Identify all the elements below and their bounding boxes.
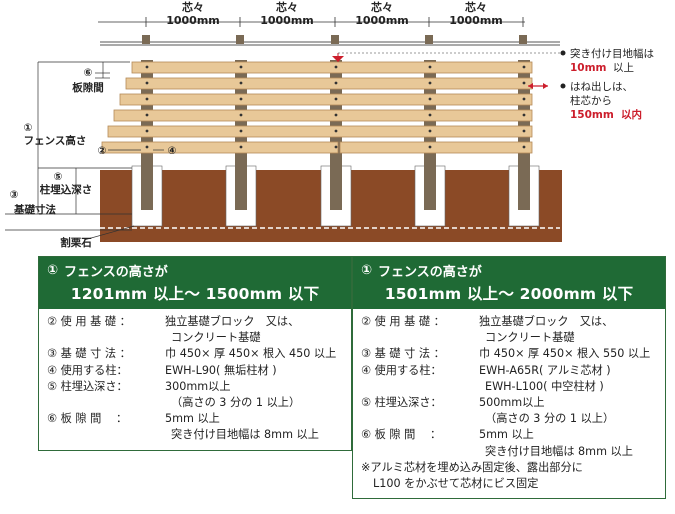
top-view <box>98 17 560 46</box>
panel-title: フェンスの高さが <box>378 265 482 280</box>
callout-board-gap-text: 板隙間 <box>72 81 104 94</box>
spacing-top-1: 芯々 <box>182 0 204 14</box>
spec-row-foundation-size: ③ 基 礎 寸 法 ： 巾 450× 厚 450× 根入 450 以上 <box>47 346 343 362</box>
right-note2-suffix: 以内 <box>621 108 642 121</box>
row-label: 使用する柱： <box>374 363 442 377</box>
gravel-label: 割栗石 <box>60 236 92 249</box>
row-num: ⑤ <box>361 396 372 410</box>
callout-burial-text: 柱埋込深さ <box>40 183 93 196</box>
panel-height-range: 1201mm 以上～ 1500mm 以下 <box>70 285 320 303</box>
fence-boards <box>101 61 533 154</box>
fence-diagram: 芯々 1000mm 芯々 1000mm 芯々 1000mm 芯々 1000mm <box>5 0 654 249</box>
row-sub: （高さの 3 分の 1 以上） <box>171 396 301 410</box>
row-label: 基 礎 寸 法 ： <box>60 347 131 361</box>
spec-row-board-gap: ⑥ 板 隙 間 ： 5mm 以上 <box>47 411 343 427</box>
spec-row-foundation-size: ③ 基 礎 寸 法 ： 巾 450× 厚 450× 根入 550 以上 <box>361 346 657 362</box>
spacing-bottom-1: 1000mm <box>166 14 220 27</box>
right-note1-suffix: 以上 <box>613 62 634 74</box>
row-num: ② <box>361 315 372 328</box>
panel-title-num: ① <box>47 263 59 278</box>
row-num: ⑥ <box>361 428 372 442</box>
spec-row-burial-depth: ⑤ 柱埋込深さ： 500mm以上 <box>361 395 657 411</box>
row-value: 独立基礎ブロック 又は、 <box>479 315 614 328</box>
row-sub: EWH-L100( 中空柱材 ) <box>485 379 604 393</box>
row-label: 使 用 基 礎 ： <box>374 315 445 328</box>
spec-row-foundation: ② 使 用 基 礎 ： 独立基礎ブロック 又は、 <box>361 314 657 330</box>
row-label: 柱埋込深さ： <box>60 379 128 393</box>
right-notes <box>332 50 566 89</box>
panel-title: フェンスの高さが <box>64 265 168 280</box>
spec-panel-2000: ① フェンスの高さが 1501mm 以上～ 2000mm 以下 ② 使 用 基 … <box>352 256 666 500</box>
row-value: 巾 450× 厚 450× 根入 550 以上 <box>479 347 651 361</box>
row-sub: コンクリート基礎 <box>171 331 261 345</box>
row-value: EWH-A65R( アルミ芯材 ) <box>479 363 611 377</box>
spec-panel-header: ① フェンスの高さが 1501mm 以上～ 2000mm 以下 <box>353 257 665 309</box>
row-num: ⑤ <box>47 379 58 393</box>
spec-row-post: ④ 使用する柱： EWH-A65R( アルミ芯材 ) <box>361 363 657 379</box>
right-note1-line1: 突き付け目地幅は <box>570 47 654 60</box>
row-value: 300mm以上 <box>165 379 231 393</box>
spec-panel-body: ② 使 用 基 礎 ： 独立基礎ブロック 又は、 コンクリート基礎 ③ 基 礎 … <box>39 309 351 450</box>
row-sub: コンクリート基礎 <box>485 331 575 345</box>
spacing-top-3: 芯々 <box>371 0 393 14</box>
spacing-top-4: 芯々 <box>465 0 487 14</box>
row-num: ⑥ <box>47 412 58 426</box>
panel-height-range: 1501mm 以上～ 2000mm 以下 <box>384 285 634 303</box>
panel-title-num: ① <box>361 263 373 278</box>
row-num: ② <box>47 315 58 328</box>
spec-row-burial-depth: ⑤ 柱埋込深さ： 300mm以上 <box>47 379 343 395</box>
panel-note-line: L100 をかぶせて芯材にビス固定 <box>373 477 539 491</box>
row-label: 板 隙 間 ： <box>60 412 128 426</box>
right-note2-line1: はね出しは、 <box>570 80 633 93</box>
spec-row-post: ④ 使用する柱： EWH-L90( 無垢柱材 ) <box>47 363 343 379</box>
callout-board-gap-num: ⑥ <box>84 67 93 79</box>
top-view-posts <box>142 35 527 44</box>
row-num: ④ <box>361 363 372 377</box>
screws <box>145 65 526 149</box>
row-num: ③ <box>47 347 58 361</box>
row-label: 使 用 基 礎 ： <box>60 315 131 328</box>
right-note2-value: 150mm <box>570 109 614 121</box>
spacing-top-2: 芯々 <box>276 0 298 14</box>
panel-note-line: ※アルミ芯材を埋め込み固定後、露出部分に <box>361 460 583 474</box>
callout-2: ② <box>98 145 107 157</box>
callout-fence-height-num: ① <box>24 122 33 134</box>
row-value: EWH-L90( 無垢柱材 ) <box>165 363 277 377</box>
spacing-bottom-4: 1000mm <box>449 14 503 27</box>
row-label: 使用する柱： <box>60 363 128 377</box>
spacing-labels: 芯々 1000mm 芯々 1000mm 芯々 1000mm 芯々 1000mm <box>166 0 503 27</box>
row-value: 5mm 以上 <box>479 428 534 442</box>
spacing-bottom-2: 1000mm <box>260 14 314 27</box>
row-num: ④ <box>47 363 58 377</box>
row-sub: （高さの 3 分の 1 以上） <box>485 412 615 426</box>
row-sub: 突き付け目地幅は 8mm 以上 <box>171 428 319 442</box>
callout-foundation-num: ③ <box>10 189 19 201</box>
spec-panel-1500: ① フェンスの高さが 1201mm 以上～ 1500mm 以下 ② 使 用 基 … <box>38 256 352 451</box>
row-num: ③ <box>361 347 372 361</box>
row-label: 基 礎 寸 法 ： <box>374 347 445 361</box>
spec-panel-body: ② 使 用 基 礎 ： 独立基礎ブロック 又は、 コンクリート基礎 ③ 基 礎 … <box>353 309 665 498</box>
callout-foundation-text: 基礎寸法 <box>13 203 56 216</box>
spacing-bottom-3: 1000mm <box>355 14 409 27</box>
row-value: 巾 450× 厚 450× 根入 450 以上 <box>165 347 337 361</box>
spec-row-foundation: ② 使 用 基 礎 ： 独立基礎ブロック 又は、 <box>47 314 343 330</box>
row-value: 500mm以上 <box>479 396 545 410</box>
spec-panel-header: ① フェンスの高さが 1201mm 以上～ 1500mm 以下 <box>39 257 351 309</box>
spec-row-board-gap: ⑥ 板 隙 間 ： 5mm 以上 <box>361 427 657 443</box>
callout-4: ④ <box>168 145 177 157</box>
right-note1-value: 10mm <box>570 62 607 74</box>
row-value: 独立基礎ブロック 又は、 <box>165 315 300 328</box>
left-dimensions <box>5 61 132 231</box>
callout-burial-num: ⑤ <box>54 171 63 183</box>
row-value: 5mm 以上 <box>165 412 220 426</box>
row-sub: 突き付け目地幅は 8mm 以上 <box>485 444 633 458</box>
row-label: 板 隙 間 ： <box>374 428 442 442</box>
callout-leaders <box>83 149 164 241</box>
callout-fence-height-text: フェンス高さ <box>24 134 87 147</box>
row-label: 柱埋込深さ： <box>374 396 442 410</box>
right-note2-line2: 柱芯から <box>570 94 612 107</box>
